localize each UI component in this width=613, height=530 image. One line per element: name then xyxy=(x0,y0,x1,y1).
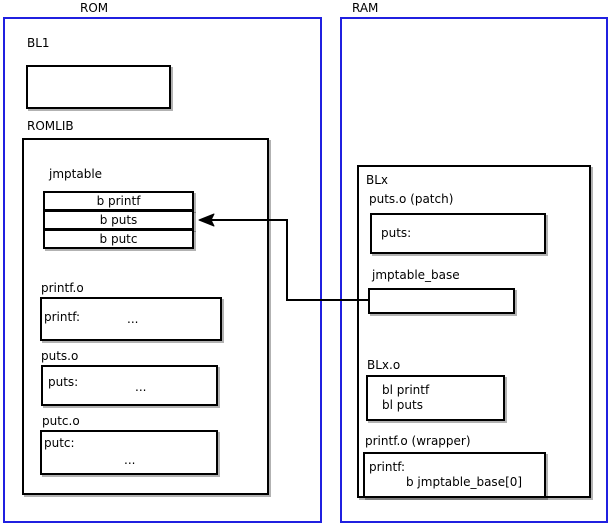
jmptable-entry-printf: b printf xyxy=(43,191,194,211)
blx-o-block: bl printf bl puts xyxy=(366,375,505,421)
putc-o-caption: putc.o xyxy=(42,414,80,428)
printf-wrapper-symbol: printf: xyxy=(369,460,406,474)
putc-o-body: ... xyxy=(124,453,136,467)
rom-region-label: ROM xyxy=(80,1,109,15)
romlib-caption: ROMLIB xyxy=(27,119,74,133)
jmptable-entry-puts: b puts xyxy=(43,210,194,230)
bl1-block xyxy=(26,65,171,109)
puts-o-caption: puts.o xyxy=(41,349,79,363)
printf-o-symbol: printf: xyxy=(44,310,81,324)
bl1-caption: BL1 xyxy=(27,36,50,50)
blx-caption: BLx xyxy=(366,173,389,187)
jmptable-entry-putc-label: b putc xyxy=(99,232,138,246)
printf-o-body: ... xyxy=(127,312,139,326)
puts-o-symbol: puts: xyxy=(48,375,79,389)
puts-o-body: ... xyxy=(135,380,147,394)
jmptable-entry-puts-label: b puts xyxy=(99,213,138,227)
blx-o-caption: BLx.o xyxy=(367,358,401,372)
puts-o-block: puts: ... xyxy=(41,365,218,406)
putc-o-block: putc: ... xyxy=(40,430,218,475)
printf-o-block: printf: ... xyxy=(40,297,222,341)
jmptable-entry-printf-label: b printf xyxy=(96,194,141,208)
printf-wrapper-block: printf: b jmptable_base[0] xyxy=(363,452,546,498)
jmptable-base-caption: jmptable_base xyxy=(372,268,460,282)
putc-o-symbol: putc: xyxy=(44,436,75,450)
puts-patch-block: puts: xyxy=(370,213,546,254)
jmptable-caption: jmptable xyxy=(49,167,103,181)
blx-o-line-2: bl puts xyxy=(382,398,423,412)
blx-o-line-1: bl printf xyxy=(382,383,430,397)
jmptable-entry-putc: b putc xyxy=(43,229,194,249)
puts-patch-caption: puts.o (patch) xyxy=(369,192,454,206)
printf-wrapper-branch: b jmptable_base[0] xyxy=(406,475,523,489)
jmptable-base-block xyxy=(368,288,515,314)
ram-region-label: RAM xyxy=(352,1,379,15)
puts-patch-symbol: puts: xyxy=(381,226,412,240)
printf-wrapper-caption: printf.o (wrapper) xyxy=(365,434,471,448)
printf-o-caption: printf.o xyxy=(41,281,84,295)
